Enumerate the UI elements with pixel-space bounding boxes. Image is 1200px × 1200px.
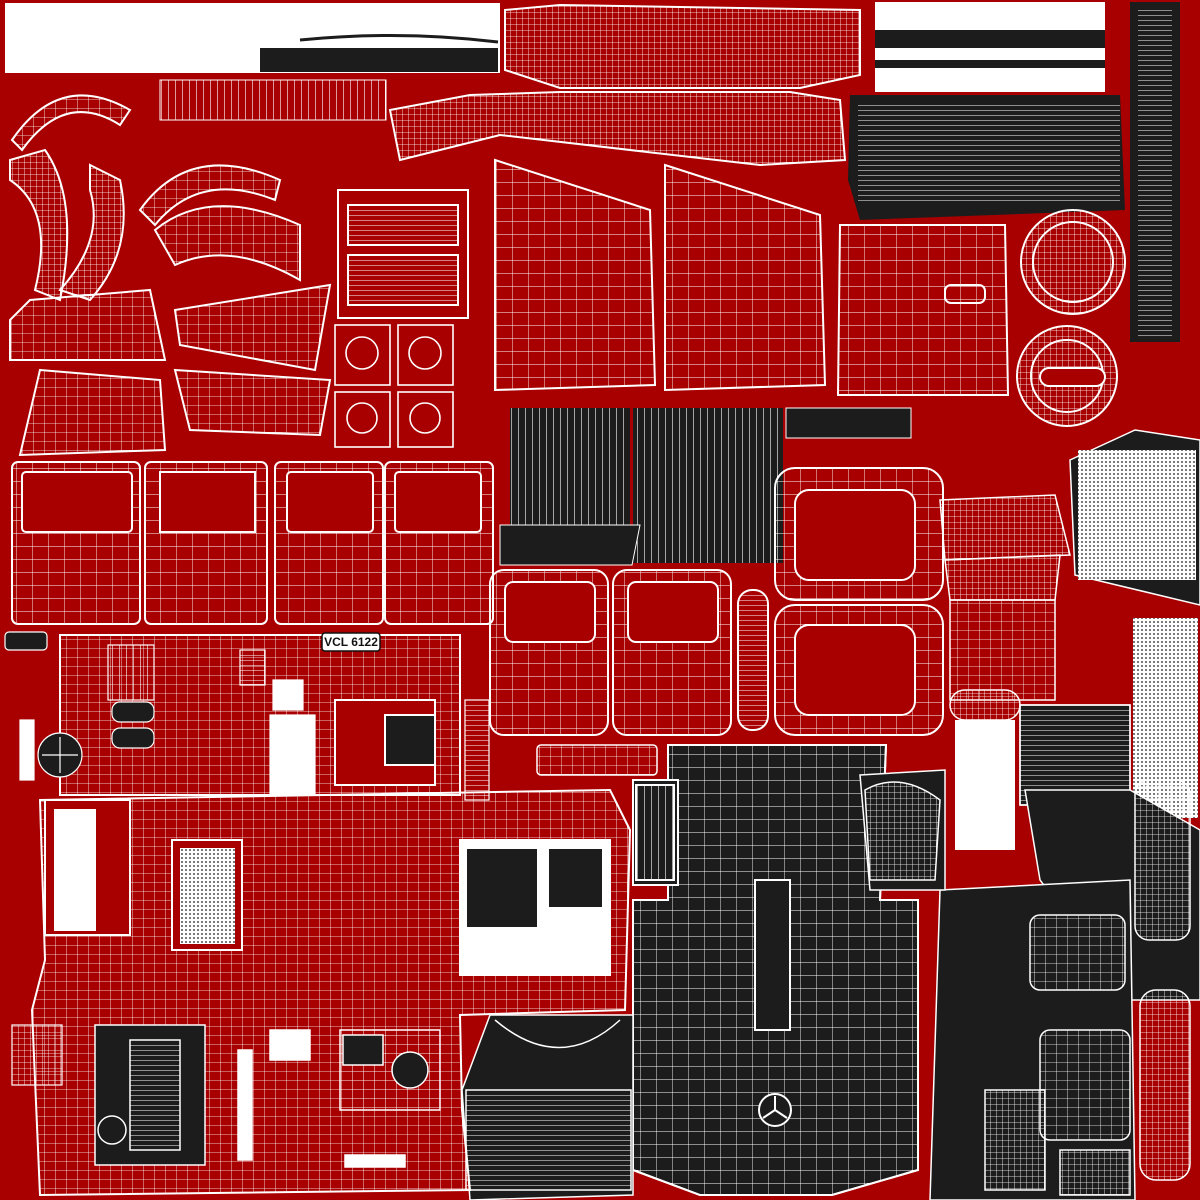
license-plate: VCL 6122 [321,632,381,652]
wheel-discs [1016,209,1126,427]
small-hardware-parts [4,631,501,1086]
cab-door-frames [489,467,944,736]
headlamp-sockets [334,324,454,448]
fender-arches [9,94,301,302]
license-plate-text: VCL 6122 [324,635,378,649]
dashboard-parts [94,1024,441,1168]
top-bumper-pieces [388,3,861,167]
gear-stack [955,720,1015,850]
radiator-grille-panels [499,407,912,566]
top-right-strip [848,2,1180,342]
side-panels [9,283,332,457]
window-strip [536,689,1021,891]
cab-roof-panels [494,158,1010,396]
chassis-floor [632,744,919,1196]
top-left-strip [5,3,500,121]
door-panels [11,461,494,625]
chassis-lower-left [461,1014,634,1200]
steering-wheel-icon [97,1115,127,1145]
grille-frame [337,189,469,319]
interior-dark-islands [929,429,1200,1200]
